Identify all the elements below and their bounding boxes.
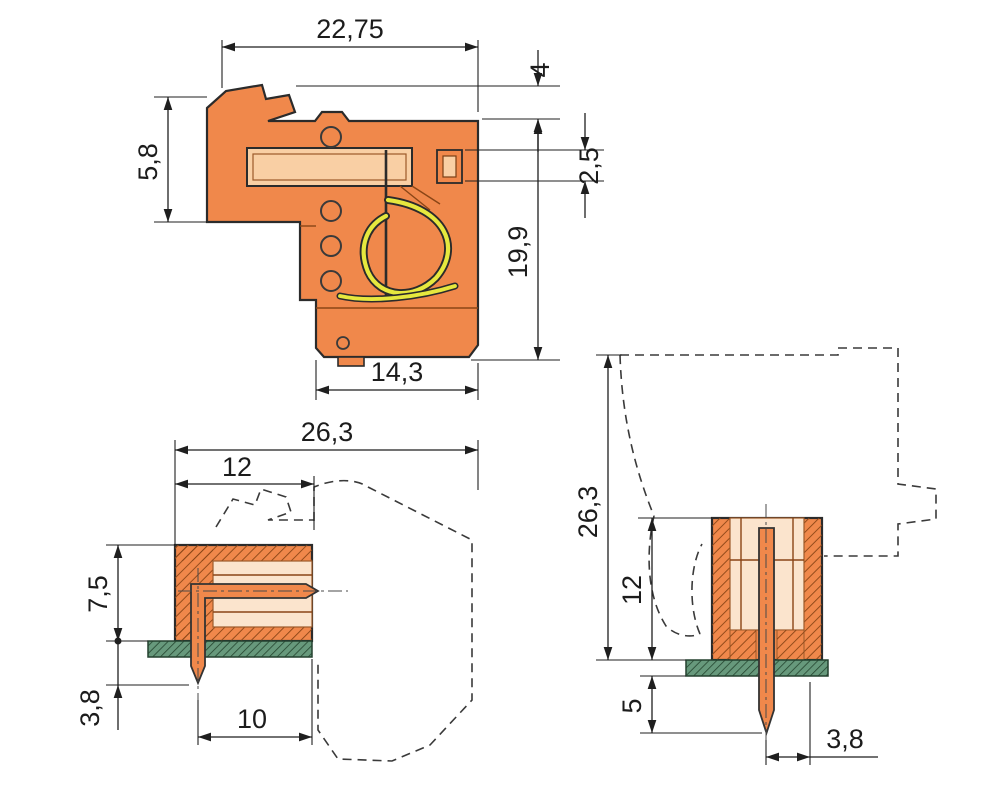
dim-label: 26,3 [301, 417, 354, 447]
dimension-upper-height: 5,8 [133, 96, 207, 223]
housing-hatch-right [804, 518, 822, 660]
dimension-pin-spacing: 10 [197, 659, 313, 745]
dim-label: 12 [222, 452, 252, 482]
mating-connector-outline [824, 348, 937, 557]
mating-connector-outline [619, 354, 655, 517]
dim-label: 22,75 [316, 14, 384, 44]
dim-label: 4 [525, 62, 555, 77]
housing-hatch-bottom-right-lines [777, 630, 804, 660]
dimension-overall-length: 26,3 [174, 417, 479, 545]
dim-label: 7,5 [83, 575, 113, 613]
housing-hole-small [336, 336, 350, 350]
mating-connector-outline [215, 488, 314, 528]
funnel-line [399, 185, 431, 211]
pcb [685, 659, 829, 677]
dimension-pin-edge-offset: 3,8 [765, 682, 878, 765]
front-view: 26,3 12 5 3,8 [573, 347, 937, 765]
dim-label: 5,8 [133, 143, 163, 181]
dimension-pin-protrusion: 3,8 [75, 637, 189, 730]
dim-label: 10 [237, 704, 267, 734]
dimension-overall-height: 26,3 [573, 354, 686, 661]
dim-label: 2,5 [574, 147, 604, 185]
dim-label: 26,3 [573, 486, 603, 539]
side-view: 26,3 12 7,5 3,8 10 [75, 417, 479, 762]
dim-label: 5 [617, 698, 647, 713]
dimension-insertion-depth: 12 [175, 452, 315, 530]
mating-connector-outline [620, 347, 898, 356]
dim-label: 3,8 [75, 689, 105, 727]
pcb [147, 640, 313, 658]
dimension-lower-width: 14,3 [315, 357, 479, 400]
housing-hatch-bottom-left-lines [730, 630, 756, 660]
housing-hatch-left [712, 518, 730, 660]
housing-hole [320, 270, 342, 292]
strain-relief-outline [648, 515, 701, 637]
mounting-foot [337, 356, 365, 367]
dim-label: 12 [617, 575, 647, 605]
mating-connector-outline [313, 479, 473, 762]
dim-label: 19,9 [503, 226, 533, 279]
dimension-housing-height: 12 [617, 517, 712, 660]
clamp-spring-arm [338, 284, 457, 301]
housing-hole [320, 200, 342, 222]
clamp-spring [361, 197, 451, 296]
dimension-total-width: 22,75 [221, 14, 479, 112]
funnel-line [411, 185, 441, 205]
dimension-overall-height: 19,9 [471, 121, 560, 361]
dimension-pin-below-board: 5 [617, 675, 762, 734]
contact-slot-inner [252, 153, 407, 181]
dim-label: 14,3 [371, 357, 424, 387]
dim-label: 3,8 [826, 724, 864, 754]
housing-hole [320, 126, 342, 148]
dimension-slot-height: 2,5 [465, 113, 604, 218]
strain-relief-outline [691, 543, 703, 635]
locking-detail-inner [442, 155, 457, 178]
section-view: 22,75 4 5,8 2,5 19,9 [133, 14, 604, 400]
housing-hole [320, 235, 342, 257]
dimension-height-above-board: 7,5 [83, 544, 175, 642]
solder-pin [190, 583, 320, 686]
